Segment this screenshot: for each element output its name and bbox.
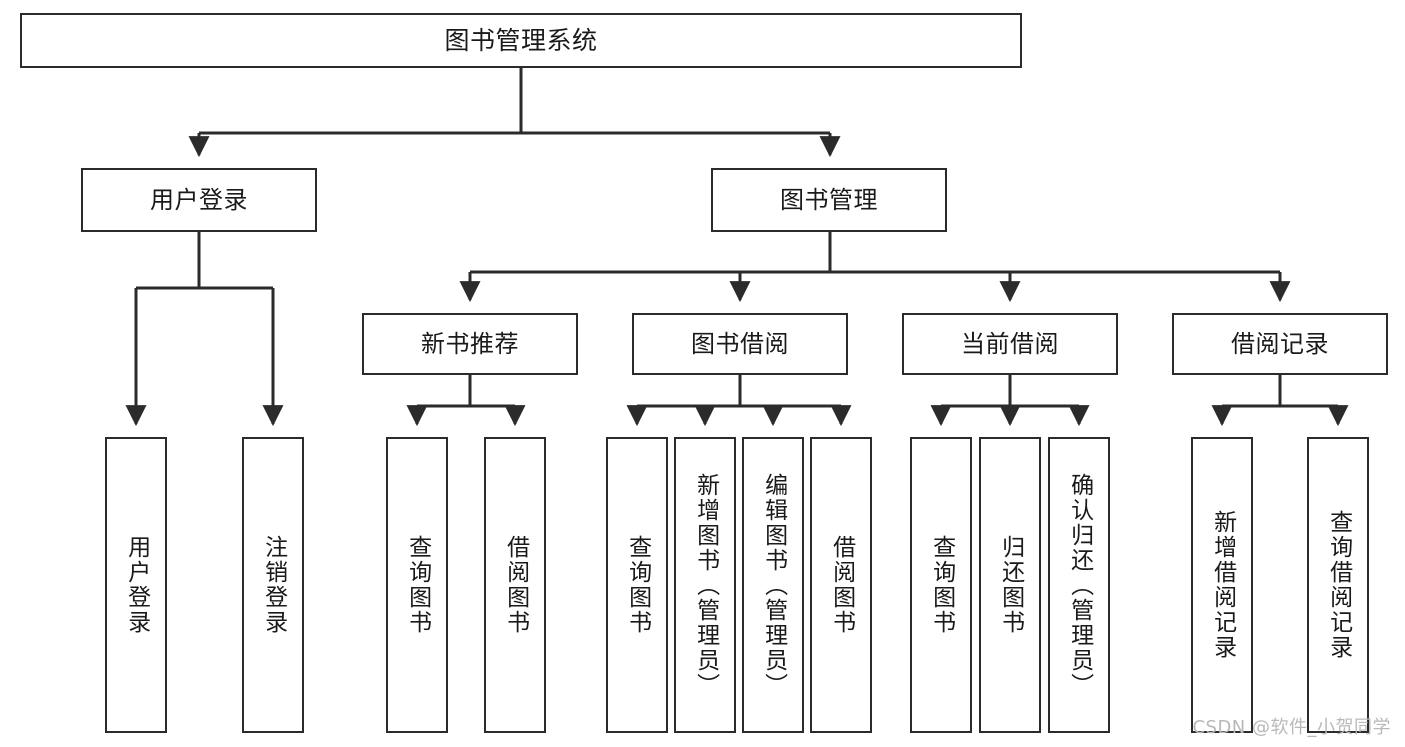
leaf-user-login[interactable]: 用户登录 (105, 437, 167, 733)
leaf-query-record[interactable]: 查询借阅记录 (1307, 437, 1369, 733)
node-label: 确认归还（管理员） (1066, 472, 1093, 698)
node-label: 借阅记录 (1231, 329, 1329, 358)
node-label: 查询图书 (624, 535, 651, 635)
node-label: 用户登录 (150, 185, 248, 214)
node-new-book-recommend[interactable]: 新书推荐 (362, 313, 578, 375)
leaf-edit-book[interactable]: 编辑图书（管理员） (742, 437, 804, 733)
node-label: 查询借阅记录 (1325, 510, 1352, 660)
node-current-borrow[interactable]: 当前借阅 (902, 313, 1118, 375)
node-label: 新增图书（管理员） (692, 472, 719, 698)
leaf-add-record[interactable]: 新增借阅记录 (1191, 437, 1253, 733)
leaf-query-book-1[interactable]: 查询图书 (386, 437, 448, 733)
node-label: 新增借阅记录 (1209, 510, 1236, 660)
node-label: 新书推荐 (421, 329, 519, 358)
leaf-confirm-return[interactable]: 确认归还（管理员） (1048, 437, 1110, 733)
node-label: 图书管理 (780, 185, 878, 214)
node-label: 借阅图书 (502, 535, 529, 635)
leaf-borrow-book-1[interactable]: 借阅图书 (484, 437, 546, 733)
node-label: 归还图书 (997, 535, 1024, 635)
node-label: 查询图书 (928, 535, 955, 635)
node-root-system[interactable]: 图书管理系统 (20, 13, 1022, 68)
node-label: 编辑图书（管理员） (760, 472, 787, 698)
node-label: 当前借阅 (961, 329, 1059, 358)
node-user-login[interactable]: 用户登录 (81, 168, 317, 232)
node-label: 查询图书 (404, 535, 431, 635)
leaf-logout[interactable]: 注销登录 (242, 437, 304, 733)
leaf-add-book[interactable]: 新增图书（管理员） (674, 437, 736, 733)
node-label: 图书管理系统 (444, 25, 598, 55)
leaf-return-book[interactable]: 归还图书 (979, 437, 1041, 733)
leaf-query-book-2[interactable]: 查询图书 (606, 437, 668, 733)
node-borrow-record[interactable]: 借阅记录 (1172, 313, 1388, 375)
node-label: 注销登录 (260, 535, 287, 635)
leaf-query-book-3[interactable]: 查询图书 (910, 437, 972, 733)
node-book-manage[interactable]: 图书管理 (711, 168, 947, 232)
watermark: CSDN @软件_小贺同学 (1192, 717, 1391, 738)
node-label: 借阅图书 (828, 535, 855, 635)
node-label: 用户登录 (123, 535, 150, 635)
node-book-borrow[interactable]: 图书借阅 (632, 313, 848, 375)
node-label: 图书借阅 (691, 329, 789, 358)
leaf-borrow-book-2[interactable]: 借阅图书 (810, 437, 872, 733)
